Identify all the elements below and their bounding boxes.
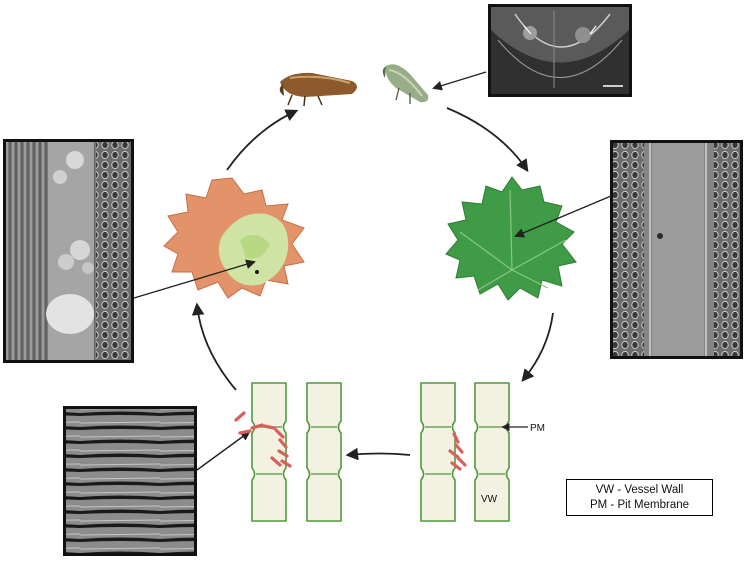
healthy-grape-leaf bbox=[445, 176, 577, 301]
legend-pit-membrane: PM - Pit Membrane bbox=[589, 498, 690, 511]
healthy-vessel-micrograph bbox=[610, 140, 743, 359]
insect-pointer-arrow bbox=[432, 71, 487, 91]
xylella-bacterium bbox=[456, 456, 467, 467]
xylella-bacterium bbox=[238, 429, 252, 435]
xylella-bacterium bbox=[250, 423, 264, 430]
cycle-arrow-vessels-to-diseased-leaf bbox=[191, 302, 237, 391]
xylella-bacterium bbox=[262, 424, 276, 430]
occluded-vessel-pointer-arrow bbox=[196, 430, 251, 471]
xylella-bacterium bbox=[270, 456, 282, 467]
xylella-bacterium bbox=[280, 459, 292, 468]
pm-label: PM bbox=[530, 423, 545, 434]
occluded-vessel-micrograph bbox=[63, 406, 197, 556]
vw-label: VW bbox=[481, 494, 498, 505]
cycle-arrow-diseased-leaf-to-insect bbox=[226, 109, 299, 171]
xylella-bacterium bbox=[452, 432, 460, 444]
xylem-vessel-2 bbox=[306, 382, 342, 522]
sharpshooter-insect-front bbox=[382, 64, 429, 104]
cycle-arrow-healthy-to-colonized-vessels bbox=[345, 447, 411, 461]
insect-head-micrograph bbox=[488, 4, 632, 97]
legend-vessel-wall: VW - Vessel Wall bbox=[595, 483, 684, 496]
xylella-bacterium bbox=[450, 461, 462, 471]
cycle-arrow-leaf-to-vessels bbox=[521, 312, 554, 382]
sharpshooter-insect-side bbox=[279, 72, 357, 107]
xylella-bacterium bbox=[278, 438, 288, 449]
xylella-bacterium bbox=[234, 411, 246, 422]
xylem-vessel-3 bbox=[420, 382, 456, 522]
xylem-vessels bbox=[234, 382, 510, 522]
healthy-vessel-pointer-arrow bbox=[514, 195, 612, 238]
xylella-bacterium bbox=[277, 449, 289, 458]
legend-box: VW - Vessel Wall PM - Pit Membrane bbox=[566, 479, 713, 516]
xylella-bacterium bbox=[454, 443, 464, 454]
xylem-vessel-1 bbox=[251, 382, 287, 522]
cycle-arrow-insect-to-healthy-leaf bbox=[446, 107, 529, 173]
diseased-leaf-pointer-arrow bbox=[133, 259, 256, 299]
xylella-bacterium bbox=[274, 428, 285, 439]
colonized-vessel-micrograph bbox=[3, 139, 134, 363]
diseased-grape-leaf bbox=[163, 177, 305, 299]
xylella-bacterium bbox=[448, 449, 460, 459]
